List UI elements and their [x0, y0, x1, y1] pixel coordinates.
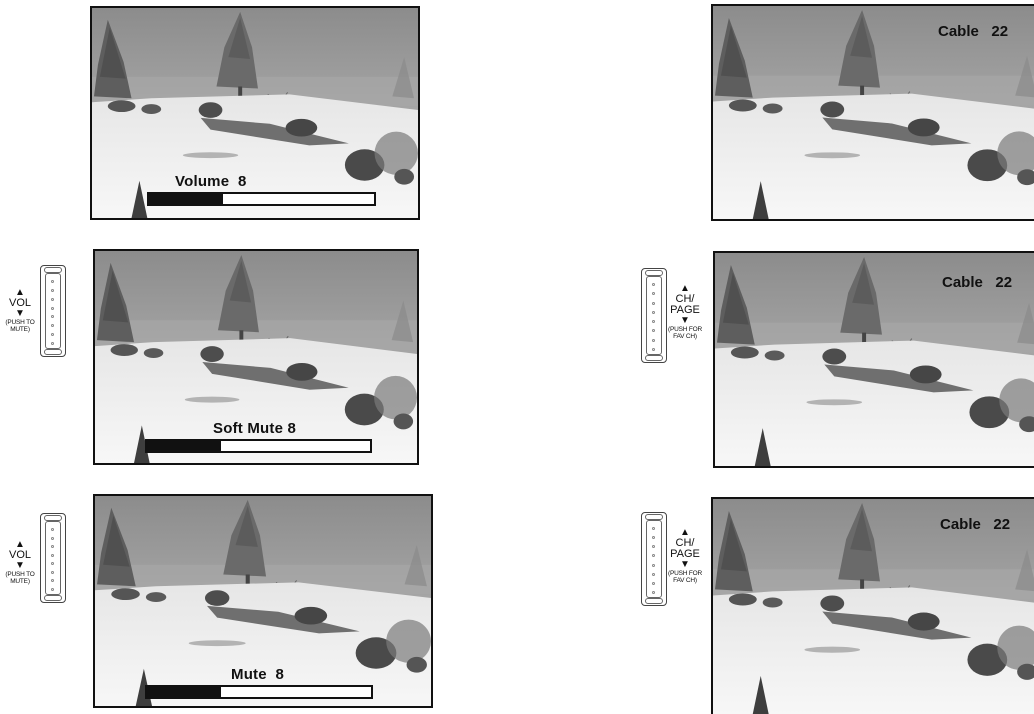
down-arrow-icon: ▼ [15, 560, 25, 571]
rocker-dot [51, 528, 54, 531]
tv-screen-channel: Cable 22 [711, 4, 1034, 221]
ch-key-note-2: FAV CH) [673, 577, 697, 584]
rocker-dot [51, 536, 54, 540]
rocker-dot [51, 324, 54, 328]
rocker-dot [51, 280, 54, 283]
vol-key-note-2: MUTE) [10, 326, 30, 333]
channel-label: Cable 22 [942, 274, 1013, 291]
volume-bar-fill [149, 194, 224, 204]
mute-label: Mute 8 [231, 666, 285, 683]
rocker-dot [652, 329, 655, 333]
rocker-dot [652, 545, 655, 549]
rocker-dot [51, 562, 54, 566]
soft-mute-label: Soft Mute 8 [213, 420, 297, 437]
rocker-dot [652, 581, 655, 585]
soft-mute-bar-fill [147, 441, 221, 451]
channel-label: Cable 22 [940, 516, 1011, 533]
rocker-dot [652, 527, 655, 530]
tv-screen-channel: Cable 22 [711, 497, 1034, 714]
vol-key-name: VOL [8, 549, 31, 561]
rocker-dot [652, 536, 655, 540]
ch-rocker-key-icon[interactable] [641, 512, 667, 606]
rocker-dot [652, 563, 655, 567]
vol-key-note-1: (PUSH TO [5, 571, 35, 578]
volume-label: Volume 8 [175, 173, 247, 190]
up-arrow-icon: ▲ [15, 287, 25, 298]
vol-key-note-1: (PUSH TO [5, 319, 35, 326]
down-arrow-icon: ▼ [15, 308, 25, 319]
mute-bar-fill [147, 687, 221, 697]
rocker-dot [652, 572, 655, 576]
rocker-dot [652, 338, 655, 342]
rocker-dot [51, 570, 54, 574]
vol-key-name: VOL [8, 297, 31, 309]
ch-key-note-1: (PUSH FOR [668, 570, 702, 577]
rocker-dot [652, 591, 655, 594]
rocker-dot [652, 320, 655, 324]
rocker-dot [51, 306, 54, 310]
rocker-dot [51, 297, 54, 301]
rocker-dot [652, 292, 655, 296]
rocker-dot [51, 579, 54, 583]
tv-screen-volume: Volume 8 [90, 6, 420, 220]
ch-key-name-1: CH/ [675, 537, 695, 549]
rocker-dot [652, 283, 655, 286]
ch-key-name-2: PAGE [670, 548, 700, 560]
up-arrow-icon: ▲ [680, 527, 690, 538]
rocker-dot [51, 333, 54, 337]
ch-key-note-1: (PUSH FOR [668, 326, 702, 333]
vol-rocker-key-icon[interactable] [40, 513, 66, 603]
volume-bar [147, 192, 376, 206]
ch-key-label: ▲ CH/ PAGE ▼ (PUSH FOR FAV CH) [667, 283, 703, 341]
mute-bar [145, 685, 373, 699]
ch-key-note-2: FAV CH) [673, 333, 697, 340]
rocker-dot [51, 553, 54, 557]
ch-rocker-key-icon[interactable] [641, 268, 667, 363]
tv-screen-soft-mute: Soft Mute 8 [93, 249, 419, 465]
down-arrow-icon: ▼ [680, 315, 690, 326]
up-arrow-icon: ▲ [15, 539, 25, 550]
rocker-dot [652, 348, 655, 351]
vol-key-label: ▲ VOL ▼ (PUSH TO MUTE) [4, 287, 36, 334]
snowy-landscape-image [92, 8, 418, 218]
rocker-dot [51, 315, 54, 319]
channel-label: Cable 22 [938, 23, 1009, 40]
rocker-dot [51, 342, 54, 345]
rocker-dot [652, 554, 655, 558]
vol-rocker-key-icon[interactable] [40, 265, 66, 357]
down-arrow-icon: ▼ [680, 559, 690, 570]
rocker-dot [51, 545, 54, 549]
rocker-dot [51, 288, 54, 292]
tv-screen-mute: Mute 8 [93, 494, 433, 708]
ch-key-name-1: CH/ [675, 293, 695, 305]
rocker-dot [51, 588, 54, 591]
rocker-dot [652, 310, 655, 314]
vol-key-label: ▲ VOL ▼ (PUSH TO MUTE) [4, 539, 36, 586]
rocker-dot [652, 301, 655, 305]
ch-key-name-2: PAGE [670, 304, 700, 316]
soft-mute-bar [145, 439, 372, 453]
up-arrow-icon: ▲ [680, 283, 690, 294]
vol-key-note-2: MUTE) [10, 578, 30, 585]
ch-key-label: ▲ CH/ PAGE ▼ (PUSH FOR FAV CH) [667, 527, 703, 585]
tv-screen-channel: Cable 22 [713, 251, 1034, 468]
